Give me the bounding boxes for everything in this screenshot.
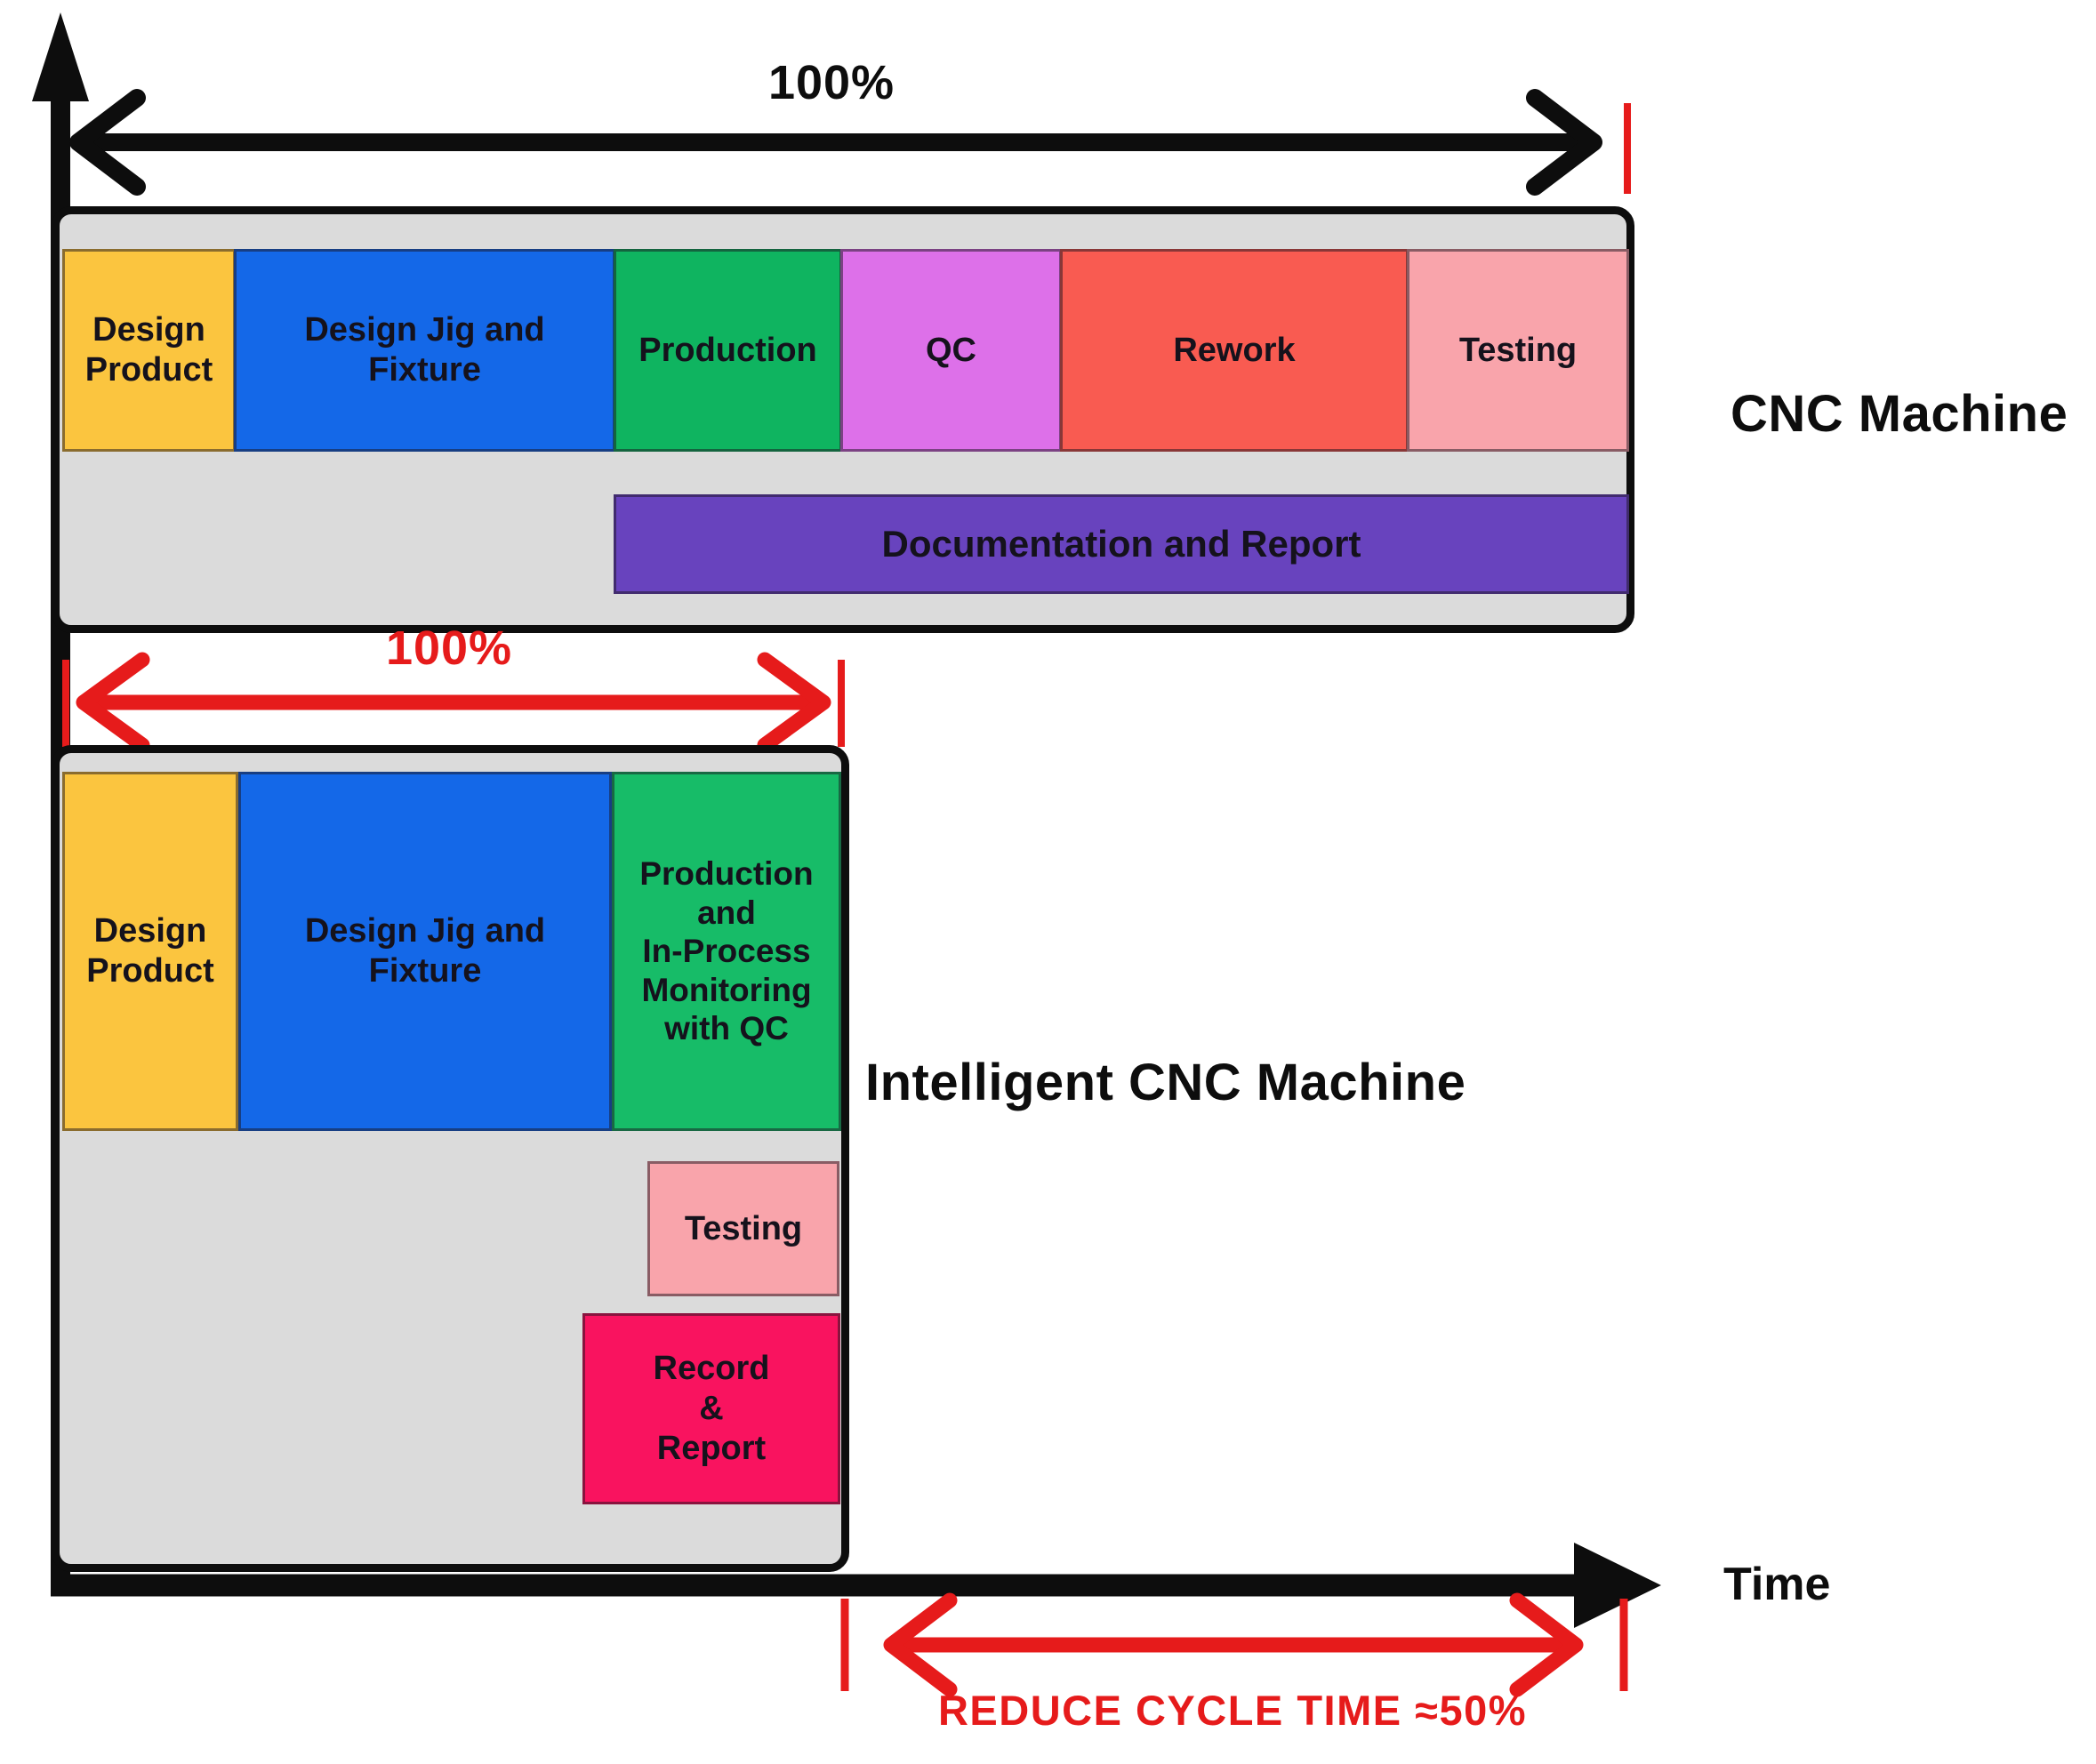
cnc-machine-title: CNC Machine [1731, 385, 2068, 443]
cnc-block-testing: Testing [1407, 249, 1629, 452]
y-axis-arrowhead-icon [32, 12, 89, 101]
intelligent-duration-arrow-right-head-icon [757, 652, 831, 753]
cnc-duration-arrow-right-head-icon [1526, 89, 1602, 196]
cnc-block-documentation-report: Documentation and Report [614, 494, 1629, 594]
intelligent-block-design-product: Design Product [62, 772, 238, 1131]
cnc-duration-label: 100% [767, 56, 895, 109]
intelligent-duration-arrow-left-head-icon [76, 652, 150, 753]
intelligent-block-testing: Testing [647, 1161, 839, 1296]
intelligent-duration-label: 100% [385, 621, 513, 675]
reduce-cycle-time-label: REDUCE CYCLE TIME ≈50% [937, 1687, 1528, 1734]
cnc-block-design-product: Design Product [62, 249, 236, 452]
cnc-block-rework: Rework [1060, 249, 1409, 452]
intelligent-block-production-monitoring-qc: Production and In-Process Monitoring wit… [612, 772, 841, 1131]
reduce-arrow-left-head-icon [883, 1592, 958, 1697]
intelligent-block-record-report: Record & Report [582, 1313, 840, 1504]
cnc-duration-arrow-left-head-icon [69, 89, 146, 196]
cnc-block-qc: QC [840, 249, 1062, 452]
reduce-arrow-right-head-icon [1509, 1592, 1584, 1697]
cnc-block-production: Production [614, 249, 842, 452]
intelligent-machine-title: Intelligent CNC Machine [865, 1054, 1466, 1111]
time-axis-label: Time [1723, 1559, 1831, 1610]
time-axis-arrowhead-icon [1574, 1543, 1661, 1628]
intelligent-block-design-jig-fixture: Design Jig and Fixture [238, 772, 612, 1131]
cnc-block-design-jig-fixture: Design Jig and Fixture [234, 249, 615, 452]
